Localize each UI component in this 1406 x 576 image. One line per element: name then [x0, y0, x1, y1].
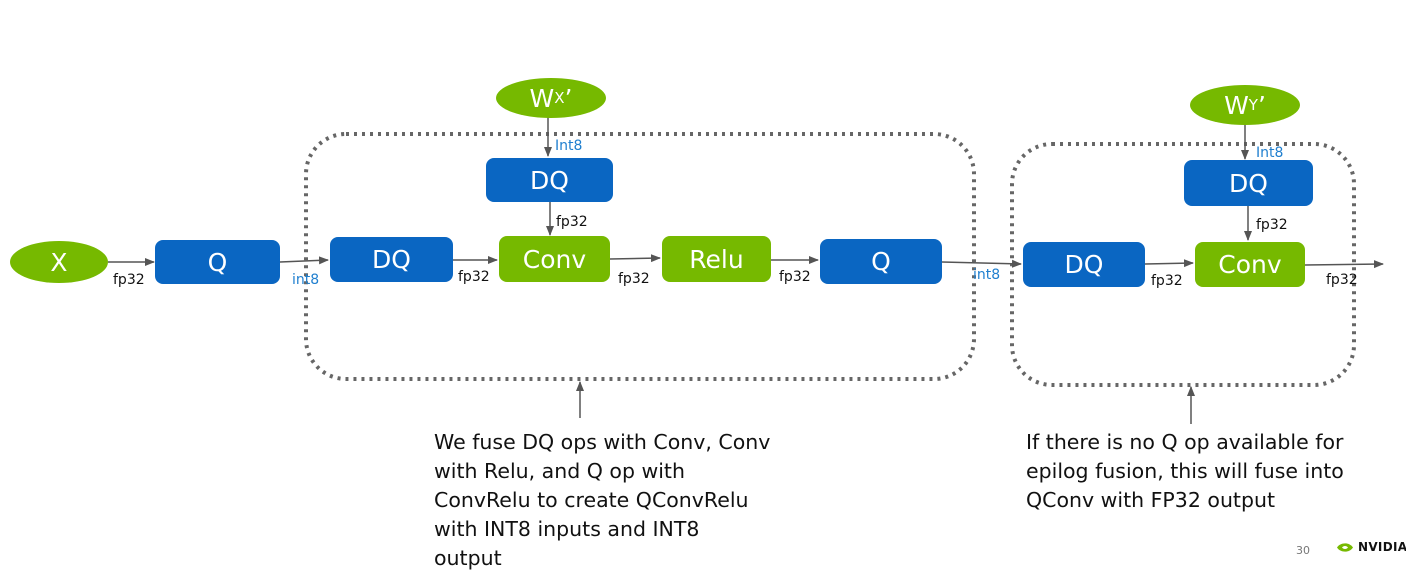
note-right-line: epilog fusion, this will fuse into — [1026, 459, 1344, 483]
edge-conv-to-relu — [609, 254, 661, 263]
edge-label-dq2-to-conv2: fp32 — [1151, 273, 1183, 289]
nvidia-eye-icon — [1337, 542, 1353, 552]
edge-label-wy-to-dq: Int8 — [1256, 145, 1284, 161]
edge-q-to-dq — [279, 256, 329, 265]
node-dq-input-2: DQ — [1023, 242, 1145, 287]
node-x-input: X — [10, 241, 108, 283]
node-dq-weight-2: DQ — [1184, 160, 1313, 206]
wy-main-label: W — [1224, 90, 1249, 120]
node-dq-input-1: DQ — [330, 237, 453, 282]
note-right: If there is no Q op available for epilog… — [1026, 428, 1344, 515]
note-right-line: If there is no Q op available for — [1026, 430, 1344, 454]
note-left-line: ConvRelu to create QConvRelu — [434, 488, 749, 512]
note-left-line: output — [434, 546, 502, 570]
edge-label-relu-to-q: fp32 — [779, 269, 811, 285]
edge-label-conv-to-relu: fp32 — [618, 271, 650, 287]
note-left-line: We fuse DQ ops with Conv, Conv — [434, 430, 771, 454]
note-left-line: with Relu, and Q op with — [434, 459, 685, 483]
node-conv-1: Conv — [499, 236, 610, 282]
edge-label-dqw2-to-conv2: fp32 — [1256, 217, 1288, 233]
node-q-2: Q — [820, 239, 942, 284]
nvidia-logo-text: NVIDIA — [1358, 540, 1406, 554]
edge-conv2-out — [1304, 260, 1384, 269]
wx-prime: ’ — [564, 83, 573, 113]
edge-dq2-to-conv2 — [1144, 259, 1194, 268]
note-right-line: QConv with FP32 output — [1026, 488, 1276, 512]
edge-label-q-to-dq: int8 — [292, 272, 320, 288]
note-left-line: with INT8 inputs and INT8 — [434, 517, 700, 541]
node-dq-weight-1: DQ — [486, 158, 613, 202]
wy-sub-label: Y — [1248, 96, 1258, 114]
node-conv-2: Conv — [1195, 242, 1305, 287]
page-number: 30 — [1296, 544, 1310, 557]
nvidia-logo: NVIDIA — [1336, 540, 1406, 554]
edge-label-wx-to-dq: Int8 — [555, 138, 583, 154]
wx-sub-label: X — [554, 89, 565, 107]
edge-label-dqw-to-conv: fp32 — [556, 214, 588, 230]
edge-label-q-to-dq2: int8 — [973, 267, 1001, 283]
node-relu: Relu — [662, 236, 771, 282]
edge-label-dq-to-conv: fp32 — [458, 269, 490, 285]
node-q-1: Q — [155, 240, 280, 284]
wy-prime: ’ — [1257, 90, 1266, 120]
edge-label-x-to-q: fp32 — [113, 272, 145, 288]
edge-label-conv2-out: fp32 — [1326, 272, 1358, 288]
edge-q-to-dq2 — [941, 259, 1022, 268]
note-left: We fuse DQ ops with Conv, Conv with Relu… — [434, 428, 770, 573]
wx-main-label: W — [529, 83, 555, 113]
